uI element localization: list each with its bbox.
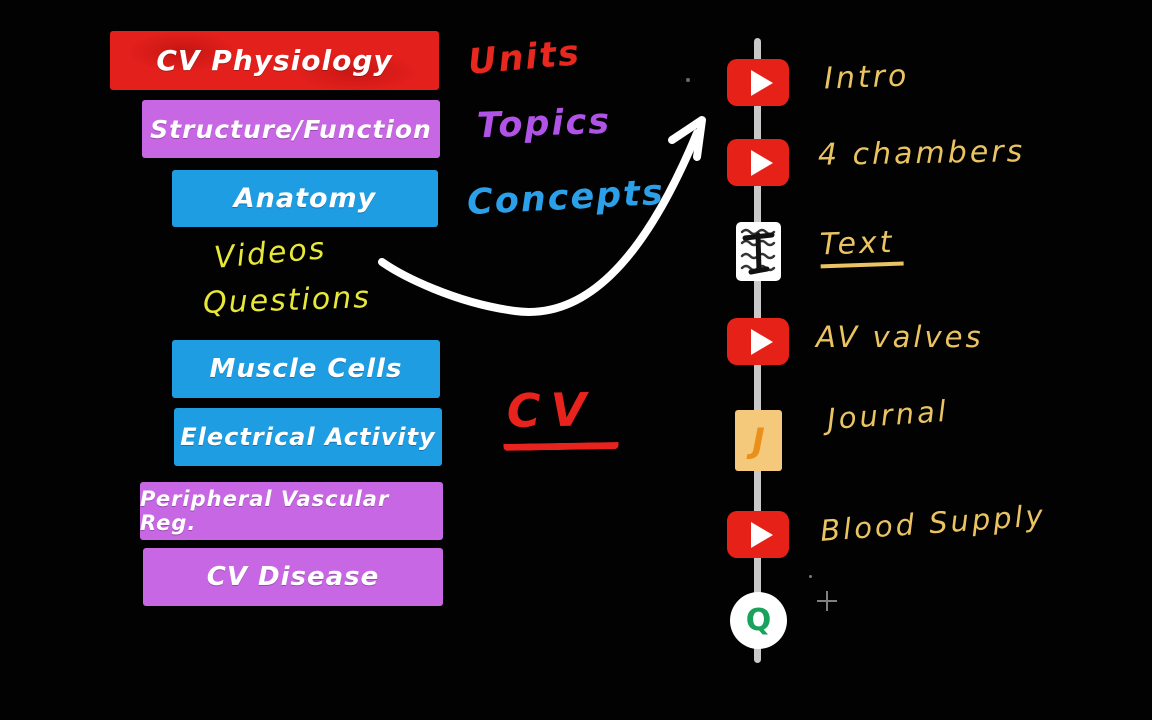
timeline-label-text: Text	[819, 224, 904, 269]
note-questions: Questions	[202, 280, 372, 321]
box-anatomy: Anatomy	[172, 170, 438, 227]
cv-heading: CV	[502, 381, 619, 452]
play-triangle-icon	[751, 521, 773, 548]
box-label: CV Physiology	[156, 44, 393, 77]
legend-concepts: Concepts	[466, 172, 666, 224]
box-structure-function: Structure/Function	[142, 100, 440, 158]
play-triangle-icon	[751, 328, 773, 355]
box-electrical-activity: Electrical Activity	[174, 408, 442, 466]
question-letter: Q	[745, 603, 772, 638]
play-triangle-icon	[751, 69, 773, 96]
play-video-icon	[727, 139, 789, 186]
play-video-icon	[727, 59, 789, 106]
timeline-label-intro: Intro	[823, 58, 910, 97]
play-triangle-icon	[751, 149, 773, 176]
legend-topics: Topics	[476, 101, 612, 147]
box-muscle-cells: Muscle Cells	[172, 340, 440, 398]
box-label: Peripheral Vascular Reg.	[140, 487, 390, 535]
timeline-label-journal: Journal	[825, 393, 950, 437]
box-label: CV Disease	[206, 562, 380, 592]
play-video-icon	[727, 318, 789, 365]
text-document-icon	[736, 222, 781, 281]
box-cv-physiology: CV Physiology	[110, 31, 439, 90]
journal-icon: J	[735, 410, 782, 471]
legend-units: Units	[466, 33, 583, 83]
box-label: Anatomy	[233, 183, 377, 214]
crosshair-cursor-icon	[817, 591, 837, 611]
box-label: Structure/Function	[150, 114, 432, 144]
text-document-glyph	[740, 228, 776, 275]
note-videos: Videos	[212, 231, 328, 276]
journal-letter: J	[752, 420, 765, 461]
box-label: Muscle Cells	[209, 354, 403, 384]
question-icon: Q	[730, 592, 787, 649]
timeline-label-4-chambers: 4 chambers	[817, 134, 1026, 173]
timeline-label-av-valves: AV valves	[816, 320, 984, 354]
box-cv-disease: CV Disease	[143, 548, 443, 606]
timeline-label-blood-supply: Blood Supply	[819, 498, 1047, 548]
stray-dot	[686, 78, 690, 82]
box-peripheral-vascular-reg: Peripheral Vascular Reg.	[140, 482, 443, 540]
stray-dot	[809, 575, 812, 578]
play-video-icon	[727, 511, 789, 558]
box-label: Electrical Activity	[180, 423, 436, 451]
